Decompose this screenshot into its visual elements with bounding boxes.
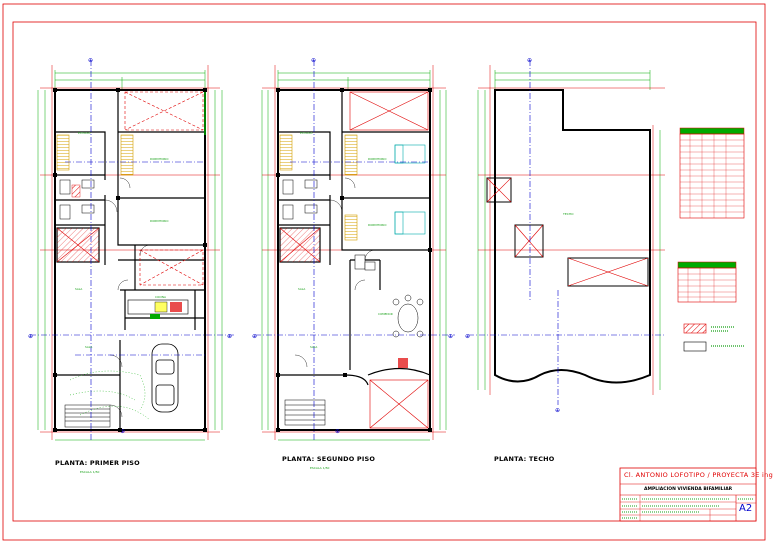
svg-text:⊕: ⊕ <box>465 333 470 340</box>
svg-text:⊕: ⊕ <box>120 428 125 435</box>
outer-frame <box>2 3 766 541</box>
svg-text:DORMITORIO: DORMITORIO <box>368 157 387 161</box>
plan-scale-primer-piso: ESCALA 1/50 <box>80 470 100 474</box>
dining-table-icon <box>392 294 424 338</box>
svg-text:COCINA: COCINA <box>155 295 166 299</box>
inner-frame <box>12 21 757 522</box>
svg-text:⊕: ⊕ <box>527 57 532 64</box>
car-icon <box>151 343 179 413</box>
plan-techo: ⊕ ⊕ ⊕ TECHO <box>465 57 665 414</box>
svg-text:ESTUDIO: ESTUDIO <box>300 131 313 135</box>
title-block-project: AMPLIACION VIVIENDA BIFAMILIAR <box>644 487 733 492</box>
plan-primer-piso: ⊕ ⊕ ⊕ ⊕ ESTUDIO DORMITORIO DORMITORIO SA… <box>28 57 235 441</box>
svg-text:⊕: ⊕ <box>88 57 93 64</box>
svg-text:SALA: SALA <box>310 345 317 349</box>
plan-segundo-piso: ⊕ ⊕ ⊕ ⊕ ESTUDIO DORMITORIO DORMITORIO SA… <box>252 57 455 441</box>
plan-scale-segundo-piso: ESCALA 1/50 <box>310 466 330 470</box>
svg-text:DORMITORIO: DORMITORIO <box>150 157 169 161</box>
svg-text:COMEDOR: COMEDOR <box>378 312 393 316</box>
title-block-sheet-number: A2 <box>739 503 753 514</box>
svg-text:ESTUDIO: ESTUDIO <box>78 131 91 135</box>
svg-text:⊕: ⊕ <box>227 333 232 340</box>
svg-text:DORMITORIO: DORMITORIO <box>150 219 169 223</box>
door-window-table-2 <box>677 261 737 303</box>
svg-text:⊕: ⊕ <box>28 333 33 340</box>
plan-title-segundo-piso: PLANTA: SEGUNDO PISO <box>282 455 376 463</box>
svg-text:⊕: ⊕ <box>252 333 257 340</box>
door-window-table-1 <box>679 127 745 219</box>
plan-title-primer-piso: PLANTA: PRIMER PISO <box>55 459 140 467</box>
svg-text:⊕: ⊕ <box>555 407 560 414</box>
svg-text:⊕: ⊕ <box>335 428 340 435</box>
svg-text:SALA: SALA <box>85 345 92 349</box>
title-block <box>619 467 757 522</box>
svg-text:⊕: ⊕ <box>311 57 316 64</box>
svg-text:SALA: SALA <box>298 287 305 291</box>
svg-text:⊕: ⊕ <box>448 333 453 340</box>
svg-text:SALA: SALA <box>75 287 82 291</box>
svg-text:DORMITORIO: DORMITORIO <box>368 223 387 227</box>
legend <box>683 323 745 352</box>
svg-text:TECHO: TECHO <box>562 212 574 216</box>
plan-title-techo: PLANTA: TECHO <box>494 455 555 463</box>
title-block-owner: Cl. ANTONIO LOFOTIPO / PROYECTA 3E ing <box>624 471 773 479</box>
